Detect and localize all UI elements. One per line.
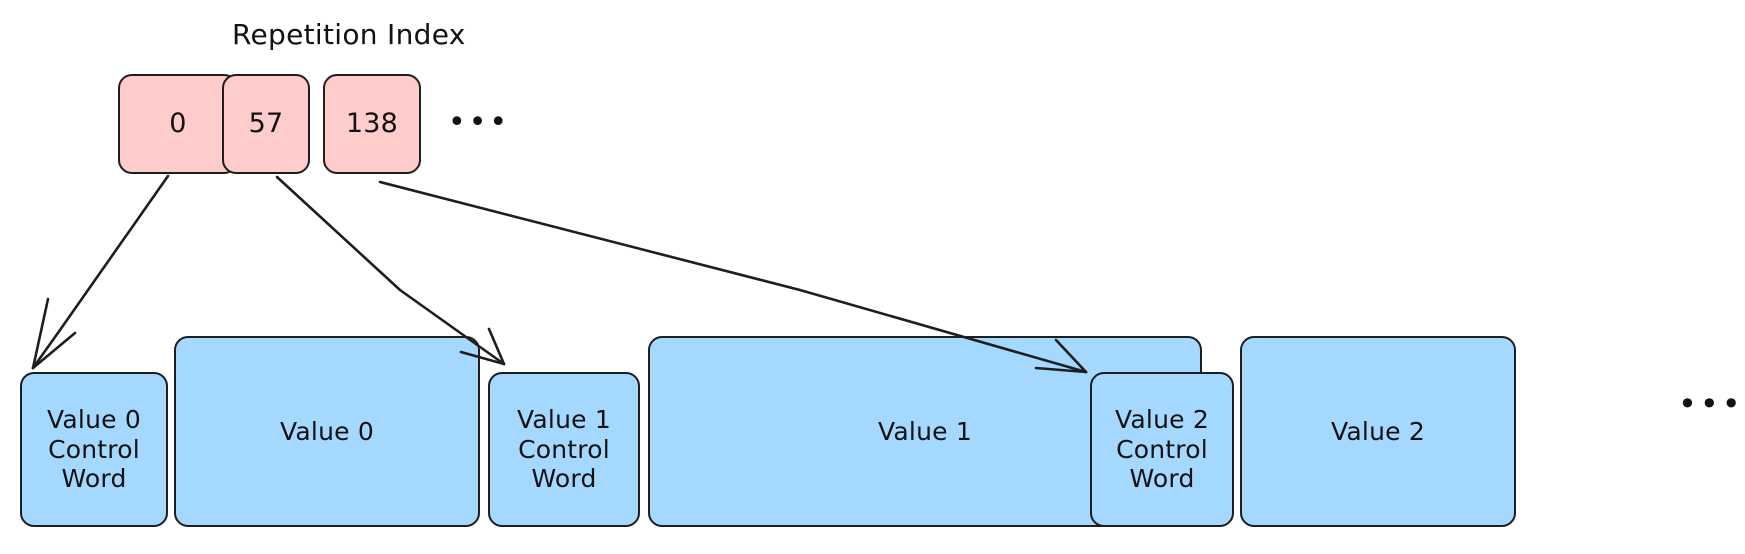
value-1-control-word-label: Value 1 Control Word (517, 405, 611, 494)
value-1-label: Value 1 (878, 416, 972, 446)
value-1-control-word-block[interactable]: Value 1 Control Word (488, 372, 640, 527)
repetition-index-entry-0-label: 0 (169, 108, 187, 140)
value-2-block[interactable]: Value 2 (1240, 336, 1516, 527)
repetition-index-entry-138[interactable]: 138 (323, 74, 421, 174)
repetition-index-entry-0[interactable]: 0 (118, 74, 238, 174)
repetition-index-entry-138-label: 138 (345, 108, 399, 140)
record-row-ellipsis: ••• (1678, 385, 1744, 423)
repetition-index-entry-57[interactable]: 57 (222, 74, 310, 174)
repetition-index-entry-57-label: 57 (248, 108, 284, 140)
value-0-block[interactable]: Value 0 (174, 336, 480, 527)
value-0-control-word-label: Value 0 Control Word (47, 405, 141, 494)
repetition-index-title: Repetition Index (232, 18, 466, 51)
value-2-label: Value 2 (1331, 416, 1425, 446)
repetition-index-ellipsis: ••• (448, 105, 511, 140)
value-2-control-word-label: Value 2 Control Word (1115, 405, 1209, 494)
value-2-control-word-block[interactable]: Value 2 Control Word (1090, 372, 1234, 527)
value-0-label: Value 0 (280, 416, 374, 446)
arrow-index0-to-value0-control-word (31, 174, 170, 370)
value-0-control-word-block[interactable]: Value 0 Control Word (20, 372, 168, 527)
